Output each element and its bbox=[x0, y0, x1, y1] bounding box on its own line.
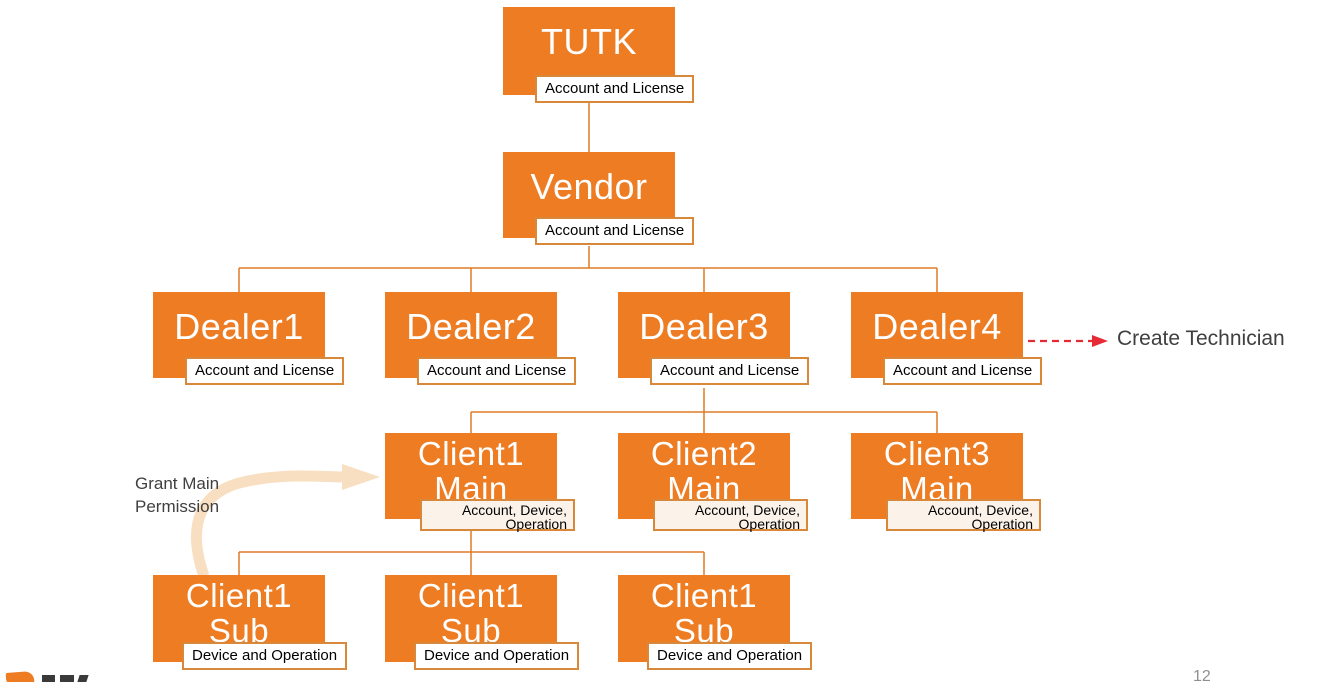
node-dealer1: Dealer1 Account and License bbox=[153, 292, 345, 385]
node-client3-main-badge-line1: Account, Device, bbox=[927, 502, 1033, 518]
node-dealer2: Dealer2 Account and License bbox=[385, 292, 577, 385]
node-dealer1-badge: Account and License bbox=[185, 357, 345, 385]
node-tutk: TUTK Account and License bbox=[503, 7, 695, 103]
node-client2-main-badge-line1: Account, Device, bbox=[694, 502, 800, 518]
logo-letter-shape bbox=[76, 675, 89, 682]
node-dealer4-title: Dealer4 bbox=[872, 306, 1002, 347]
node-dealer3-badge: Account and License bbox=[650, 357, 810, 385]
node-client2-main-title: Client2 Main bbox=[618, 433, 790, 506]
grant-main-permission-line2: Permission bbox=[135, 497, 220, 516]
grant-permission-arrow bbox=[191, 464, 380, 578]
tree-connectors bbox=[238, 103, 938, 575]
node-client1-sub-3-badge: Device and Operation bbox=[647, 642, 813, 670]
tutk-logo-icon bbox=[4, 671, 134, 682]
node-client1-main: Client1 Main Account, Device, Operation bbox=[385, 433, 575, 531]
node-client1-sub-2-badge: Device and Operation bbox=[414, 642, 580, 670]
node-client3-main-title: Client3 Main bbox=[851, 433, 1023, 506]
node-client1-main-title: Client1 Main bbox=[385, 433, 557, 506]
logo-letter-shape bbox=[42, 675, 55, 682]
create-technician-arrow bbox=[1028, 335, 1108, 347]
page-number: 12 bbox=[1193, 668, 1211, 682]
node-client2-main-title-line1: Client2 bbox=[650, 435, 758, 472]
node-dealer1-title: Dealer1 bbox=[174, 306, 304, 347]
grant-main-permission-label: Grant Main Permission bbox=[135, 472, 219, 518]
node-vendor-title: Vendor bbox=[530, 166, 648, 207]
node-client1-main-title-line1: Client1 bbox=[417, 435, 525, 472]
node-client1-sub-2-title: Client1 Sub bbox=[385, 575, 557, 648]
node-client1-sub-3-title-line1: Client1 bbox=[650, 577, 758, 614]
node-vendor-badge: Account and License bbox=[535, 217, 695, 245]
node-client1-sub-2-title-line1: Client1 bbox=[417, 577, 525, 614]
node-client1-sub-2: Client1 Sub Device and Operation bbox=[385, 575, 580, 670]
node-client2-main-badge-line2: Operation bbox=[738, 516, 800, 532]
node-client1-sub-1-title: Client1 Sub bbox=[153, 575, 325, 648]
node-dealer2-badge: Account and License bbox=[417, 357, 577, 385]
node-tutk-title: TUTK bbox=[541, 21, 637, 62]
node-client3-main-title-line1: Client3 bbox=[883, 435, 991, 472]
node-client3-main-badge: Account, Device, Operation bbox=[886, 499, 1041, 531]
grant-main-permission-line1: Grant Main bbox=[135, 474, 220, 493]
node-vendor: Vendor Account and License bbox=[503, 152, 695, 245]
node-client1-main-badge-line1: Account, Device, bbox=[461, 502, 567, 518]
node-tutk-badge: Account and License bbox=[535, 75, 695, 103]
create-technician-label: Create Technician bbox=[1117, 327, 1285, 350]
node-client3-main-badge-line2: Operation bbox=[971, 516, 1033, 532]
node-client1-sub-1-title-line1: Client1 bbox=[185, 577, 293, 614]
node-client3-main: Client3 Main Account, Device, Operation bbox=[851, 433, 1041, 531]
node-dealer3: Dealer3 Account and License bbox=[618, 292, 810, 385]
node-client1-main-badge: Account, Device, Operation bbox=[420, 499, 575, 531]
logo-swoosh-icon bbox=[5, 671, 35, 682]
node-dealer3-title: Dealer3 bbox=[639, 306, 769, 347]
node-client2-main-badge: Account, Device, Operation bbox=[653, 499, 808, 531]
node-client1-sub-1-badge: Device and Operation bbox=[182, 642, 348, 670]
node-client1-main-badge-line2: Operation bbox=[505, 516, 567, 532]
node-client1-sub-3-title: Client1 Sub bbox=[618, 575, 790, 648]
node-client2-main: Client2 Main Account, Device, Operation bbox=[618, 433, 808, 531]
node-dealer2-title: Dealer2 bbox=[406, 306, 536, 347]
logo-letter-shape bbox=[60, 675, 74, 682]
node-dealer4-badge: Account and License bbox=[883, 357, 1043, 385]
node-client1-sub-1: Client1 Sub Device and Operation bbox=[153, 575, 348, 670]
node-client1-sub-3: Client1 Sub Device and Operation bbox=[618, 575, 813, 670]
node-dealer4: Dealer4 Account and License bbox=[851, 292, 1043, 385]
